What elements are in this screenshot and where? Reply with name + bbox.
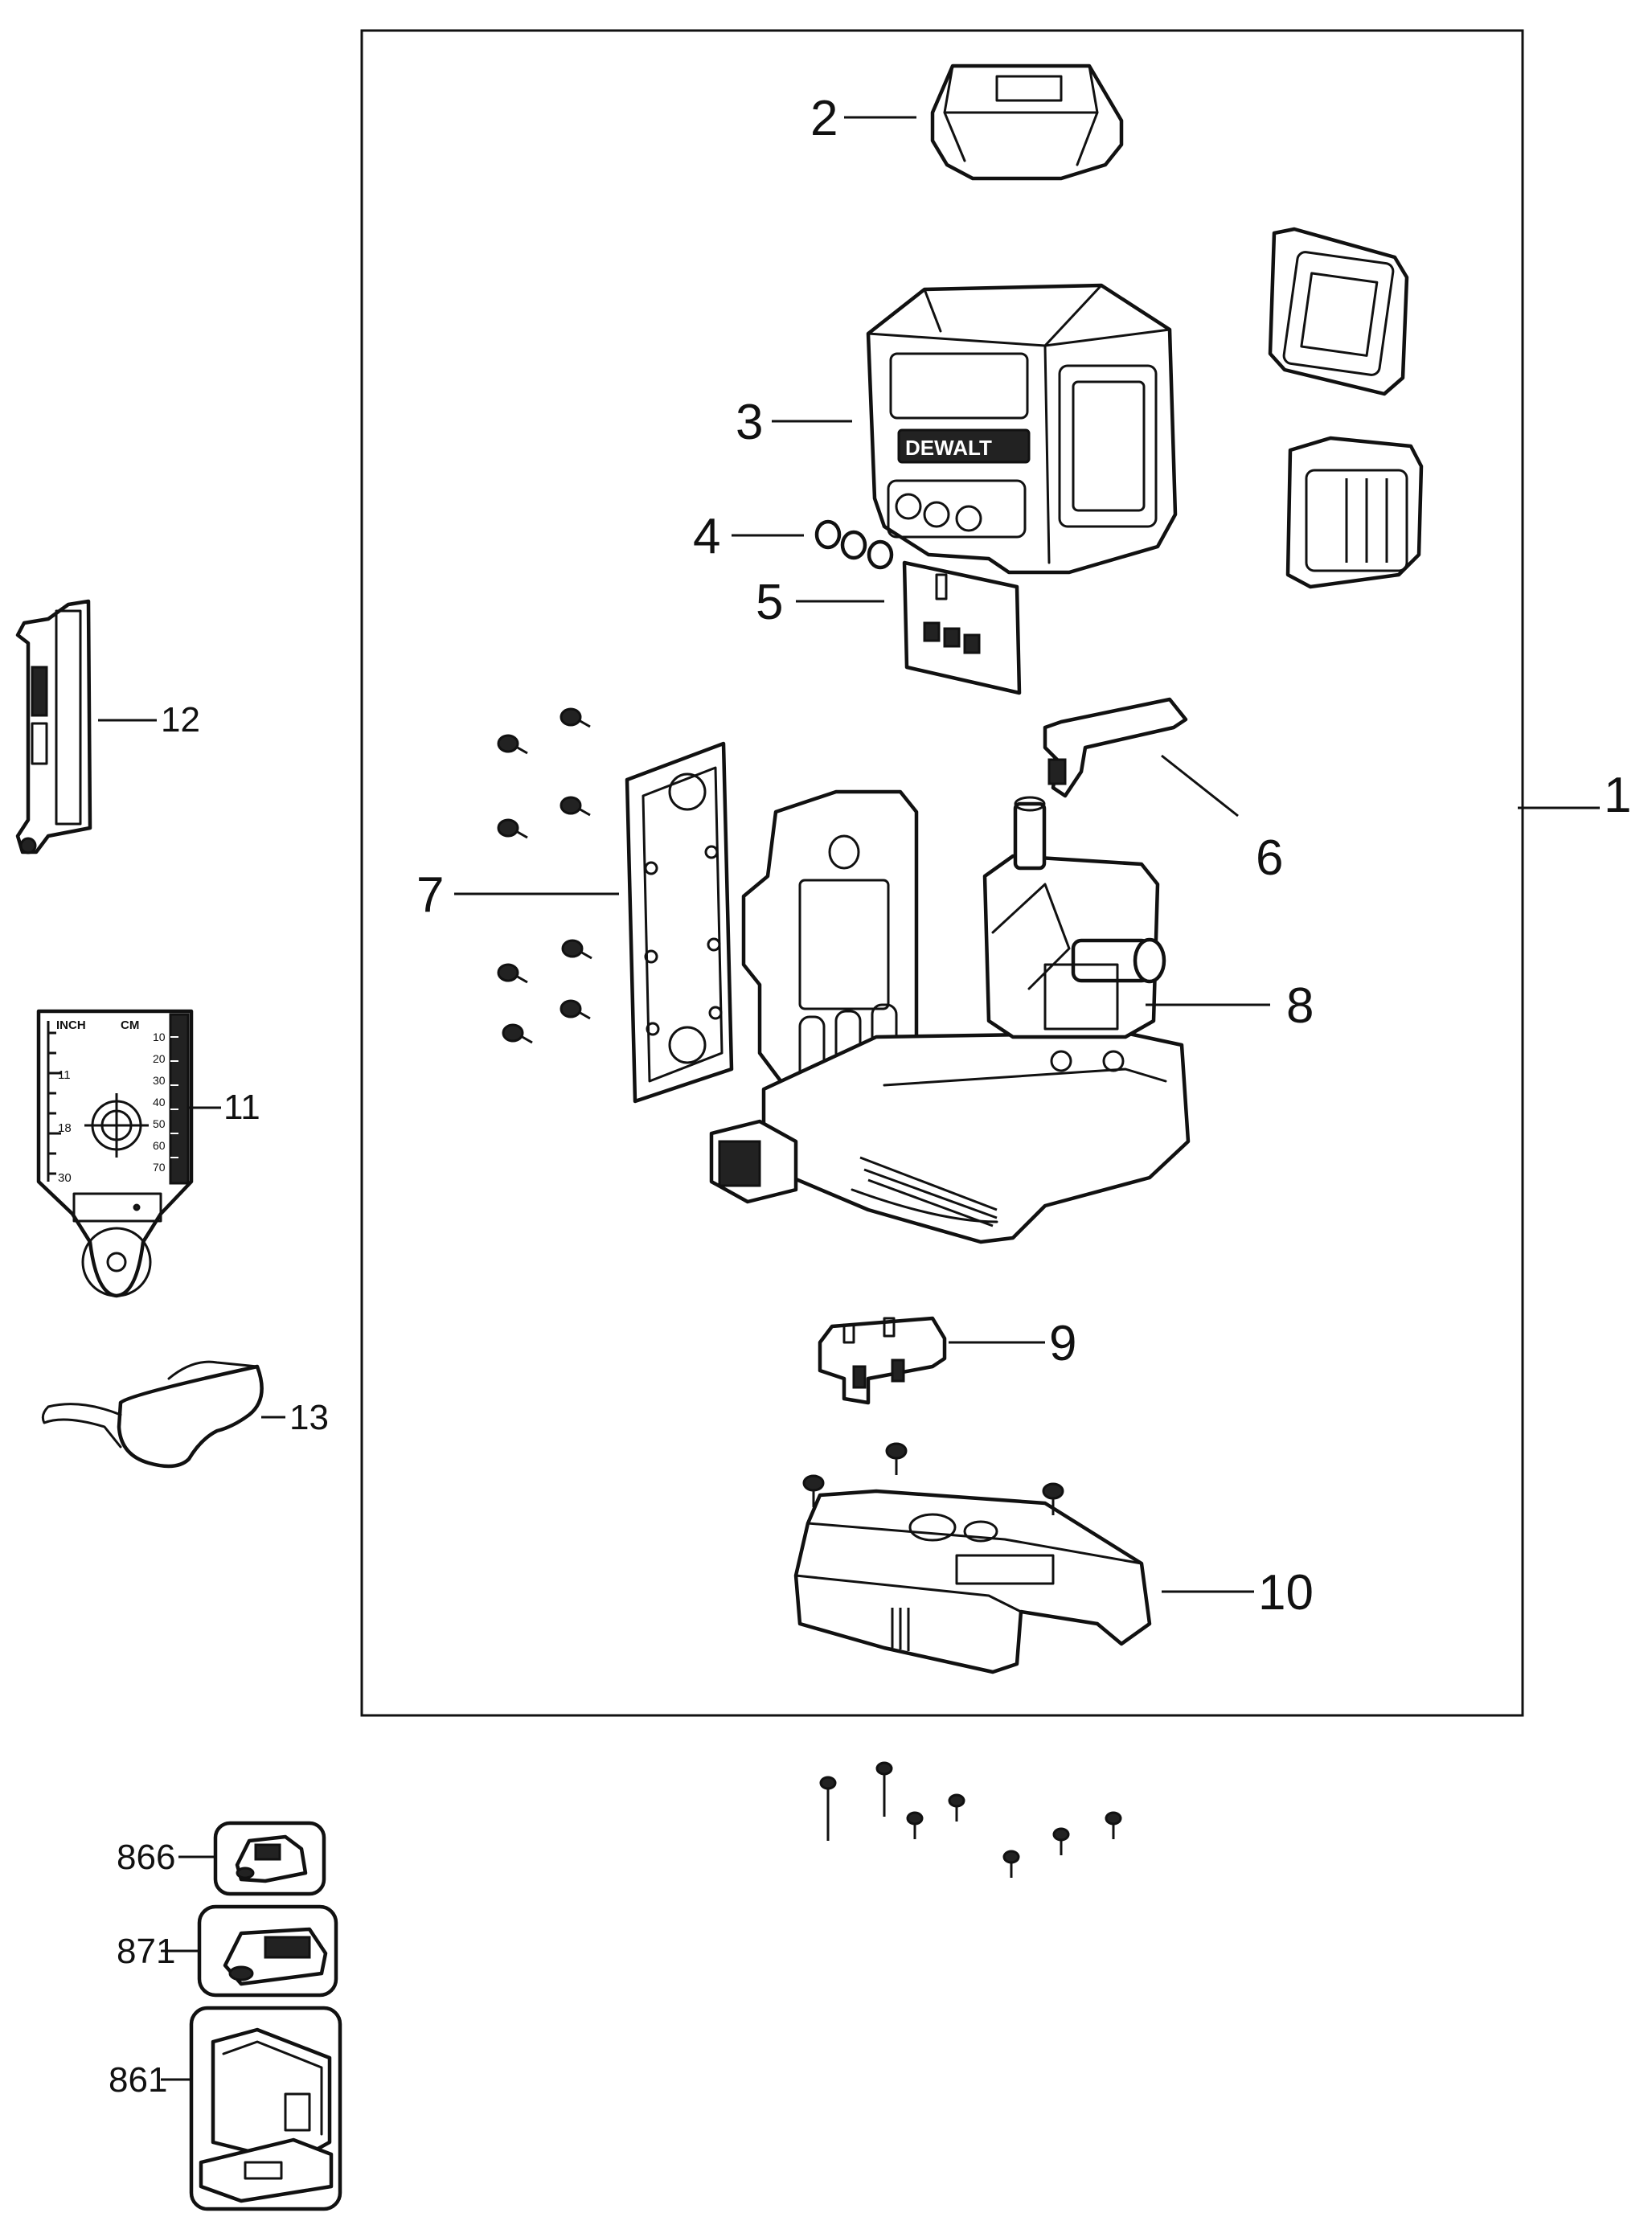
part-bracket: 9 — [818, 1316, 1076, 1405]
part-wall-mount: 12 — [15, 599, 200, 854]
target-inch-label: INCH — [56, 1018, 86, 1032]
callout-7: 7 — [416, 867, 444, 923]
callout-5: 5 — [756, 575, 783, 630]
callout-866: 866 — [117, 1838, 175, 1877]
target-cm-tick-1: 10 — [153, 1031, 166, 1043]
target-inch-tick-2: 18 — [58, 1121, 72, 1135]
target-cm-tick-2: 20 — [153, 1052, 166, 1065]
callout-861: 861 — [109, 2060, 167, 2100]
callout-8: 8 — [1286, 978, 1314, 1034]
part-top-cap: 2 — [810, 64, 1124, 181]
part-buttons: 4 — [693, 509, 894, 570]
part-cover-plate: 7 — [416, 741, 734, 1104]
target-inch-tick-3: 30 — [58, 1171, 72, 1185]
cover-screws — [497, 707, 592, 1044]
assembly-frame — [360, 29, 1524, 1717]
callout-2: 2 — [810, 91, 838, 146]
callout-871: 871 — [117, 1932, 175, 1971]
part-circuit-board: 5 — [756, 560, 1022, 695]
callout-3: 3 — [736, 395, 763, 450]
target-cm-label: CM — [121, 1018, 139, 1032]
base-screws — [802, 1442, 1064, 1515]
part-kit-box: 861 — [109, 2006, 342, 2211]
target-cm-tick-5: 50 — [153, 1117, 166, 1130]
target-inch-tick-1: 11 — [58, 1068, 71, 1082]
callout-12: 12 — [161, 700, 200, 740]
callout-4: 4 — [693, 509, 720, 564]
part-housing: DEWALT 3 — [736, 283, 1178, 575]
part-clip: 6 — [1043, 697, 1283, 886]
side-panel-bottom — [1285, 436, 1424, 589]
part-target-card: INCH CM 11 18 30 10 20 30 40 50 60 70 11 — [36, 1009, 260, 1298]
side-panel-top — [1268, 227, 1409, 396]
part-safety-glasses: 13 — [41, 1360, 329, 1469]
target-cm-tick-6: 60 — [153, 1139, 166, 1152]
loose-screws — [819, 1761, 1122, 1878]
callout-1: 1 — [1604, 768, 1631, 823]
housing-logo: DEWALT — [905, 436, 992, 460]
callout-13: 13 — [289, 1398, 329, 1437]
callout-6: 6 — [1256, 830, 1283, 886]
callout-10: 10 — [1258, 1565, 1314, 1621]
callout-9: 9 — [1049, 1316, 1076, 1371]
callout-11: 11 — [223, 1088, 260, 1127]
part-charger: 871 — [117, 1904, 338, 1998]
target-cm-tick-3: 30 — [153, 1074, 166, 1087]
target-cm-tick-4: 40 — [153, 1096, 166, 1108]
target-cm-tick-7: 70 — [153, 1161, 166, 1174]
part-base-frame: 10 — [793, 1489, 1314, 1674]
part-battery-pack: 866 — [117, 1821, 326, 1896]
part-chassis-module: 8 — [709, 789, 1314, 1244]
